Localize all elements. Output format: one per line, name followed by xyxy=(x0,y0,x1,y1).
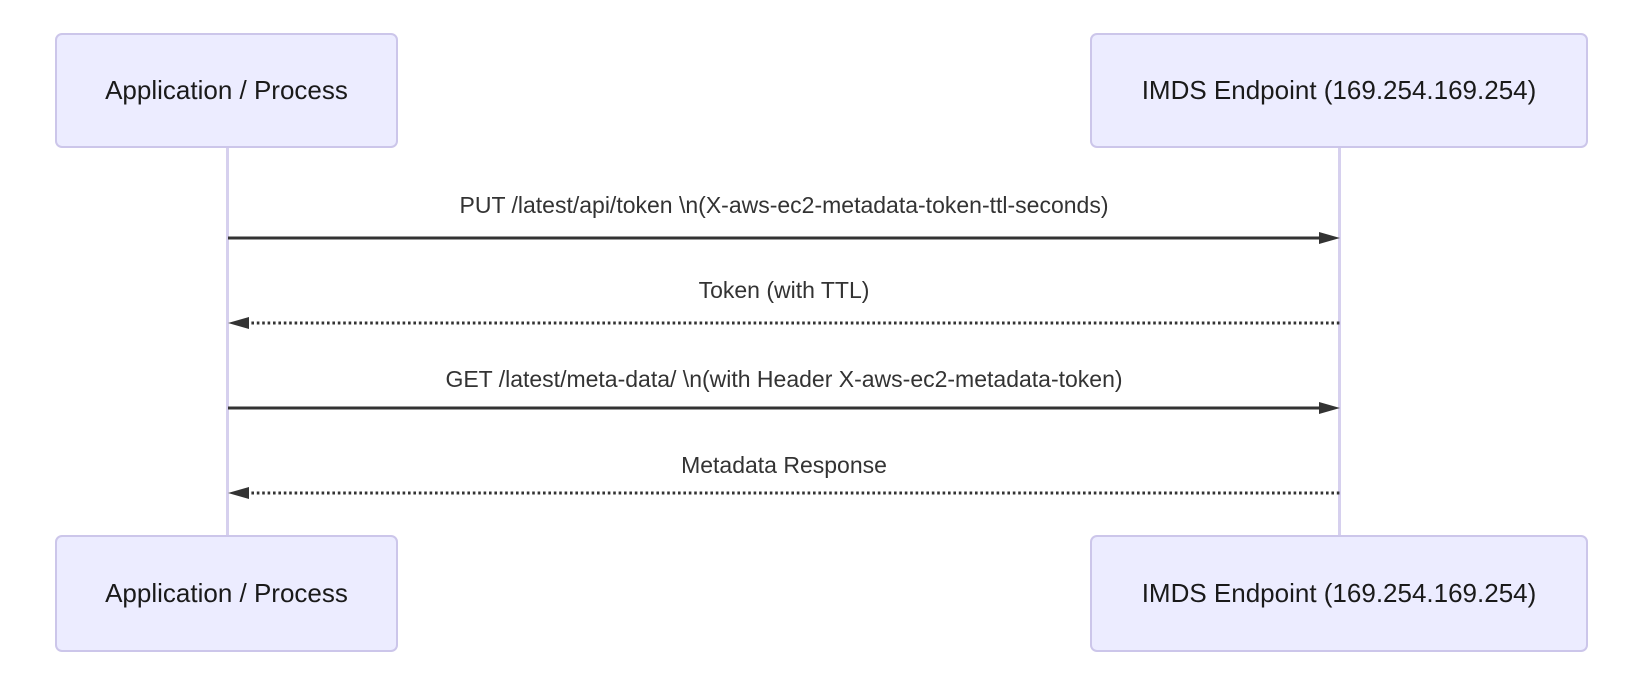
actor-label-imds-endpoint: IMDS Endpoint (169.254.169.254) xyxy=(1141,75,1537,105)
actor-top-imds-endpoint: IMDS Endpoint (169.254.169.254) xyxy=(1090,33,1588,148)
message-arrow-dotted-left-1 xyxy=(228,317,1340,329)
message-label-put-token: PUT /latest/api/token \n(X-aws-ec2-metad… xyxy=(459,192,1109,218)
message-label-get-metadata: GET /latest/meta-data/ \n(with Header X-… xyxy=(445,366,1123,392)
message-arrow-solid-right-1 xyxy=(228,232,1340,244)
lifeline-imds-endpoint xyxy=(1338,148,1341,535)
message-arrow-solid-right-2 xyxy=(228,402,1340,414)
actor-label-application-bottom: Application / Process xyxy=(105,578,348,608)
message-label-token-ttl: Token (with TTL) xyxy=(698,277,870,303)
message-arrow-dotted-left-2 xyxy=(228,487,1340,499)
message-label-metadata-response: Metadata Response xyxy=(681,452,887,478)
actor-bottom-application: Application / Process xyxy=(55,535,398,652)
lifeline-application xyxy=(226,148,229,535)
actor-label-imds-endpoint-bottom: IMDS Endpoint (169.254.169.254) xyxy=(1141,578,1537,608)
actor-label-application: Application / Process xyxy=(105,75,348,105)
actor-bottom-imds-endpoint: IMDS Endpoint (169.254.169.254) xyxy=(1090,535,1588,652)
actor-top-application: Application / Process xyxy=(55,33,398,148)
